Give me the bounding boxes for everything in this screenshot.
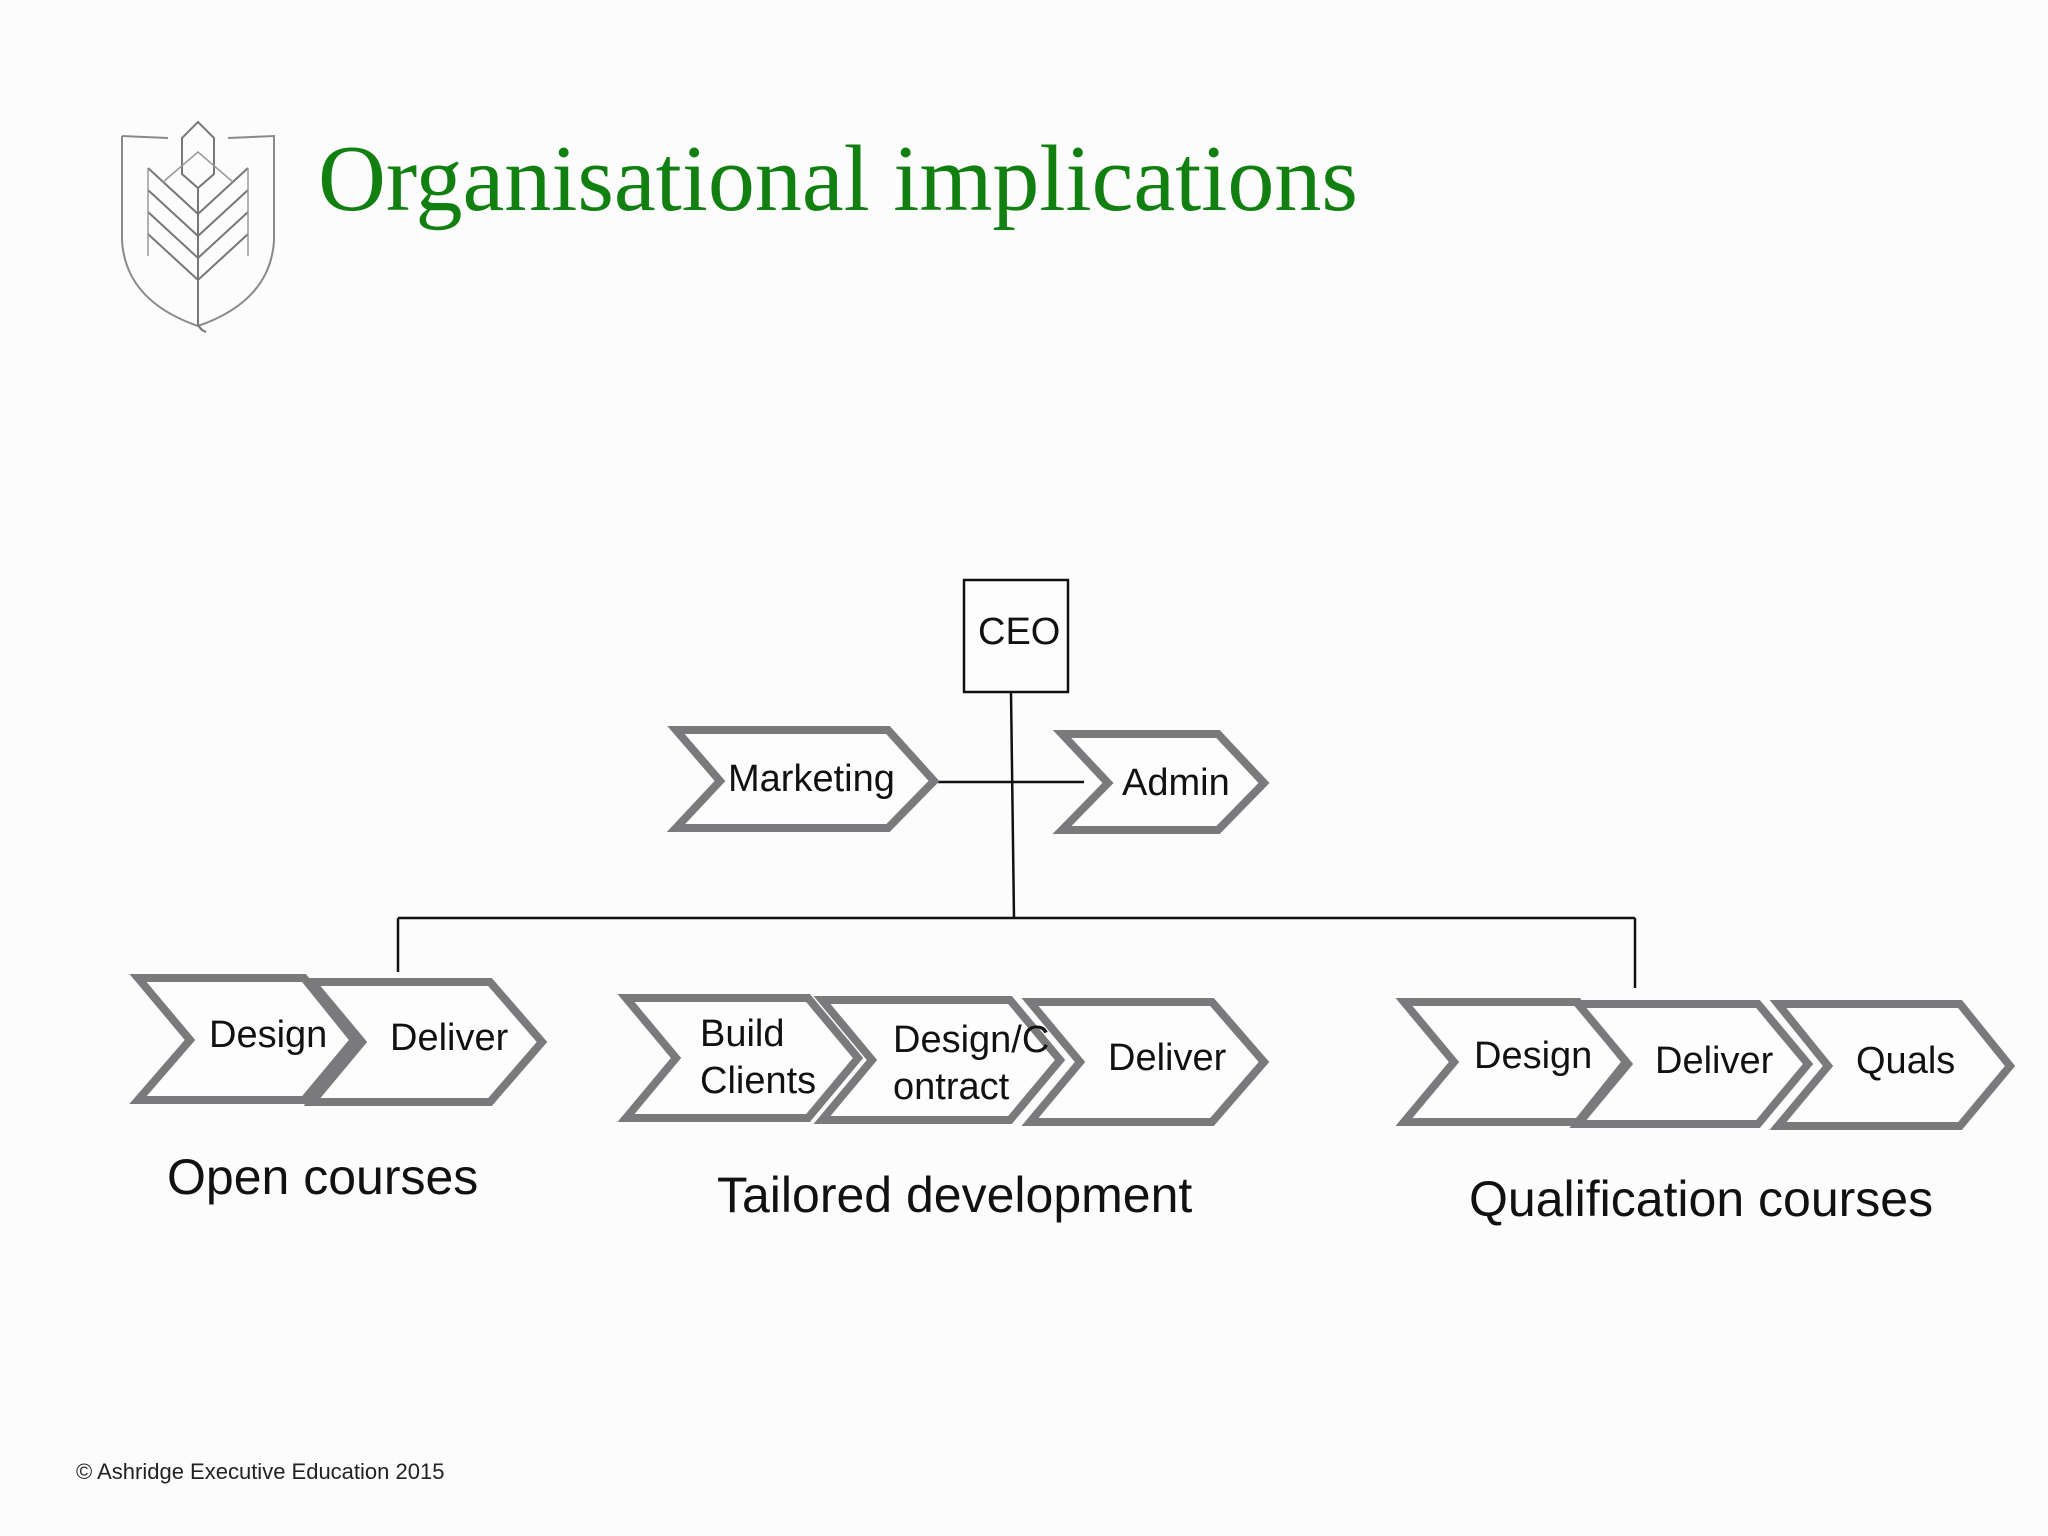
tailored-design-contract-label-line2: ontract [893,1066,1010,1108]
ceo-trunk-line [1009,691,1016,919]
open-design-label: Design [209,1014,327,1056]
tailored-deliver-label: Deliver [1108,1037,1227,1079]
copyright-footer: © Ashridge Executive Education 2015 [76,1459,445,1484]
tailored-design-contract-chevron [813,996,1066,1124]
tailored-build-clients-chevron [617,994,864,1122]
qual-quals-label: Quals [1856,1040,1955,1082]
qual-deliver-label: Deliver [1655,1040,1774,1082]
marketing-label: Marketing [728,758,895,800]
group-qualification-courses: Design Deliver Quals Qualification cours… [1395,998,2016,1227]
tailored-build-clients-label-line1: Build [700,1013,785,1055]
qual-deliver-chevron [1569,1000,1814,1128]
group-tailored-development: Build Clients Design/C ontract Deliver T… [617,994,1270,1223]
open-deliver-chevron [303,978,548,1106]
ashridge-logo [121,120,275,333]
ceo-node: CEO [962,578,1070,694]
tailored-deliver-chevron [1021,998,1270,1126]
open-courses-caption: Open courses [167,1149,478,1205]
marketing-chevron [666,726,940,832]
slide-title: Organisational implications [318,127,1358,231]
support-unit-admin: Admin [1052,730,1270,834]
admin-label: Admin [1122,762,1230,804]
qualification-courses-caption: Qualification courses [1469,1171,1933,1227]
tailored-development-caption: Tailored development [717,1167,1192,1223]
open-deliver-label: Deliver [390,1017,509,1059]
admin-chevron [1052,730,1270,834]
connector-lines [396,691,1637,988]
tailored-build-clients-label-line2: Clients [700,1060,816,1102]
ceo-label: CEO [978,611,1060,653]
ceo-box [962,578,1070,694]
qual-design-label: Design [1474,1035,1592,1077]
support-unit-marketing: Marketing [666,726,940,832]
group-open-courses: Design Deliver Open courses [129,974,548,1205]
tailored-design-contract-label-line1: Design/C [893,1019,1049,1061]
qual-quals-chevron [1769,1000,2016,1130]
